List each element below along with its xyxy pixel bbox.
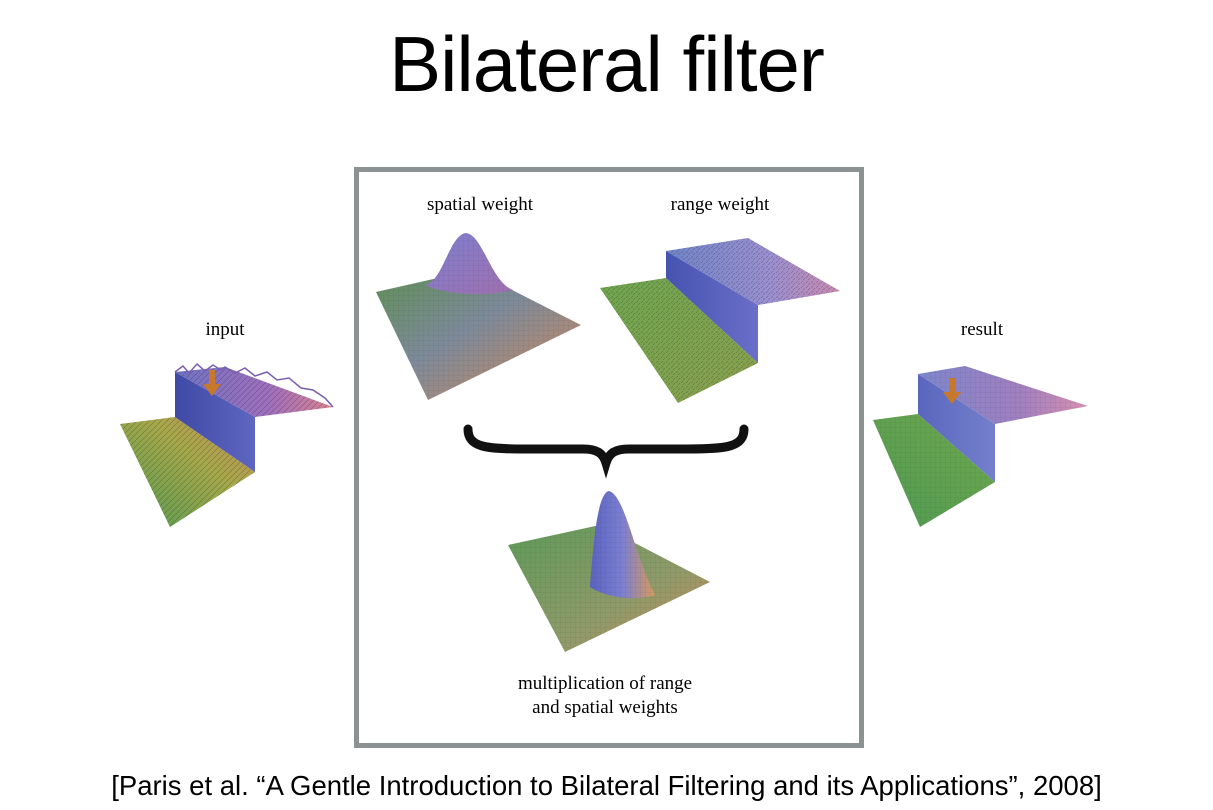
spatial-weight-label: spatial weight	[426, 194, 534, 215]
input-label: input	[205, 319, 245, 340]
multiplication-label-line2: and spatial weights	[532, 697, 678, 718]
result-label: result	[960, 319, 1004, 340]
weights-frame	[354, 167, 864, 748]
input-step-surface	[120, 362, 334, 527]
curly-brace	[463, 424, 749, 479]
input-arrow	[203, 370, 221, 396]
multiplication-surface	[508, 491, 710, 652]
result-step-surface	[873, 366, 1088, 527]
result-arrow	[943, 378, 961, 404]
slide-title: Bilateral filter	[389, 20, 825, 108]
range-weight-label: range weight	[670, 194, 770, 215]
range-weight-surface	[600, 238, 840, 403]
multiplication-label-line1: multiplication of range	[517, 673, 693, 694]
spatial-weight-surface	[376, 233, 581, 400]
citation: [Paris et al. “A Gentle Introduction to …	[111, 770, 1102, 801]
